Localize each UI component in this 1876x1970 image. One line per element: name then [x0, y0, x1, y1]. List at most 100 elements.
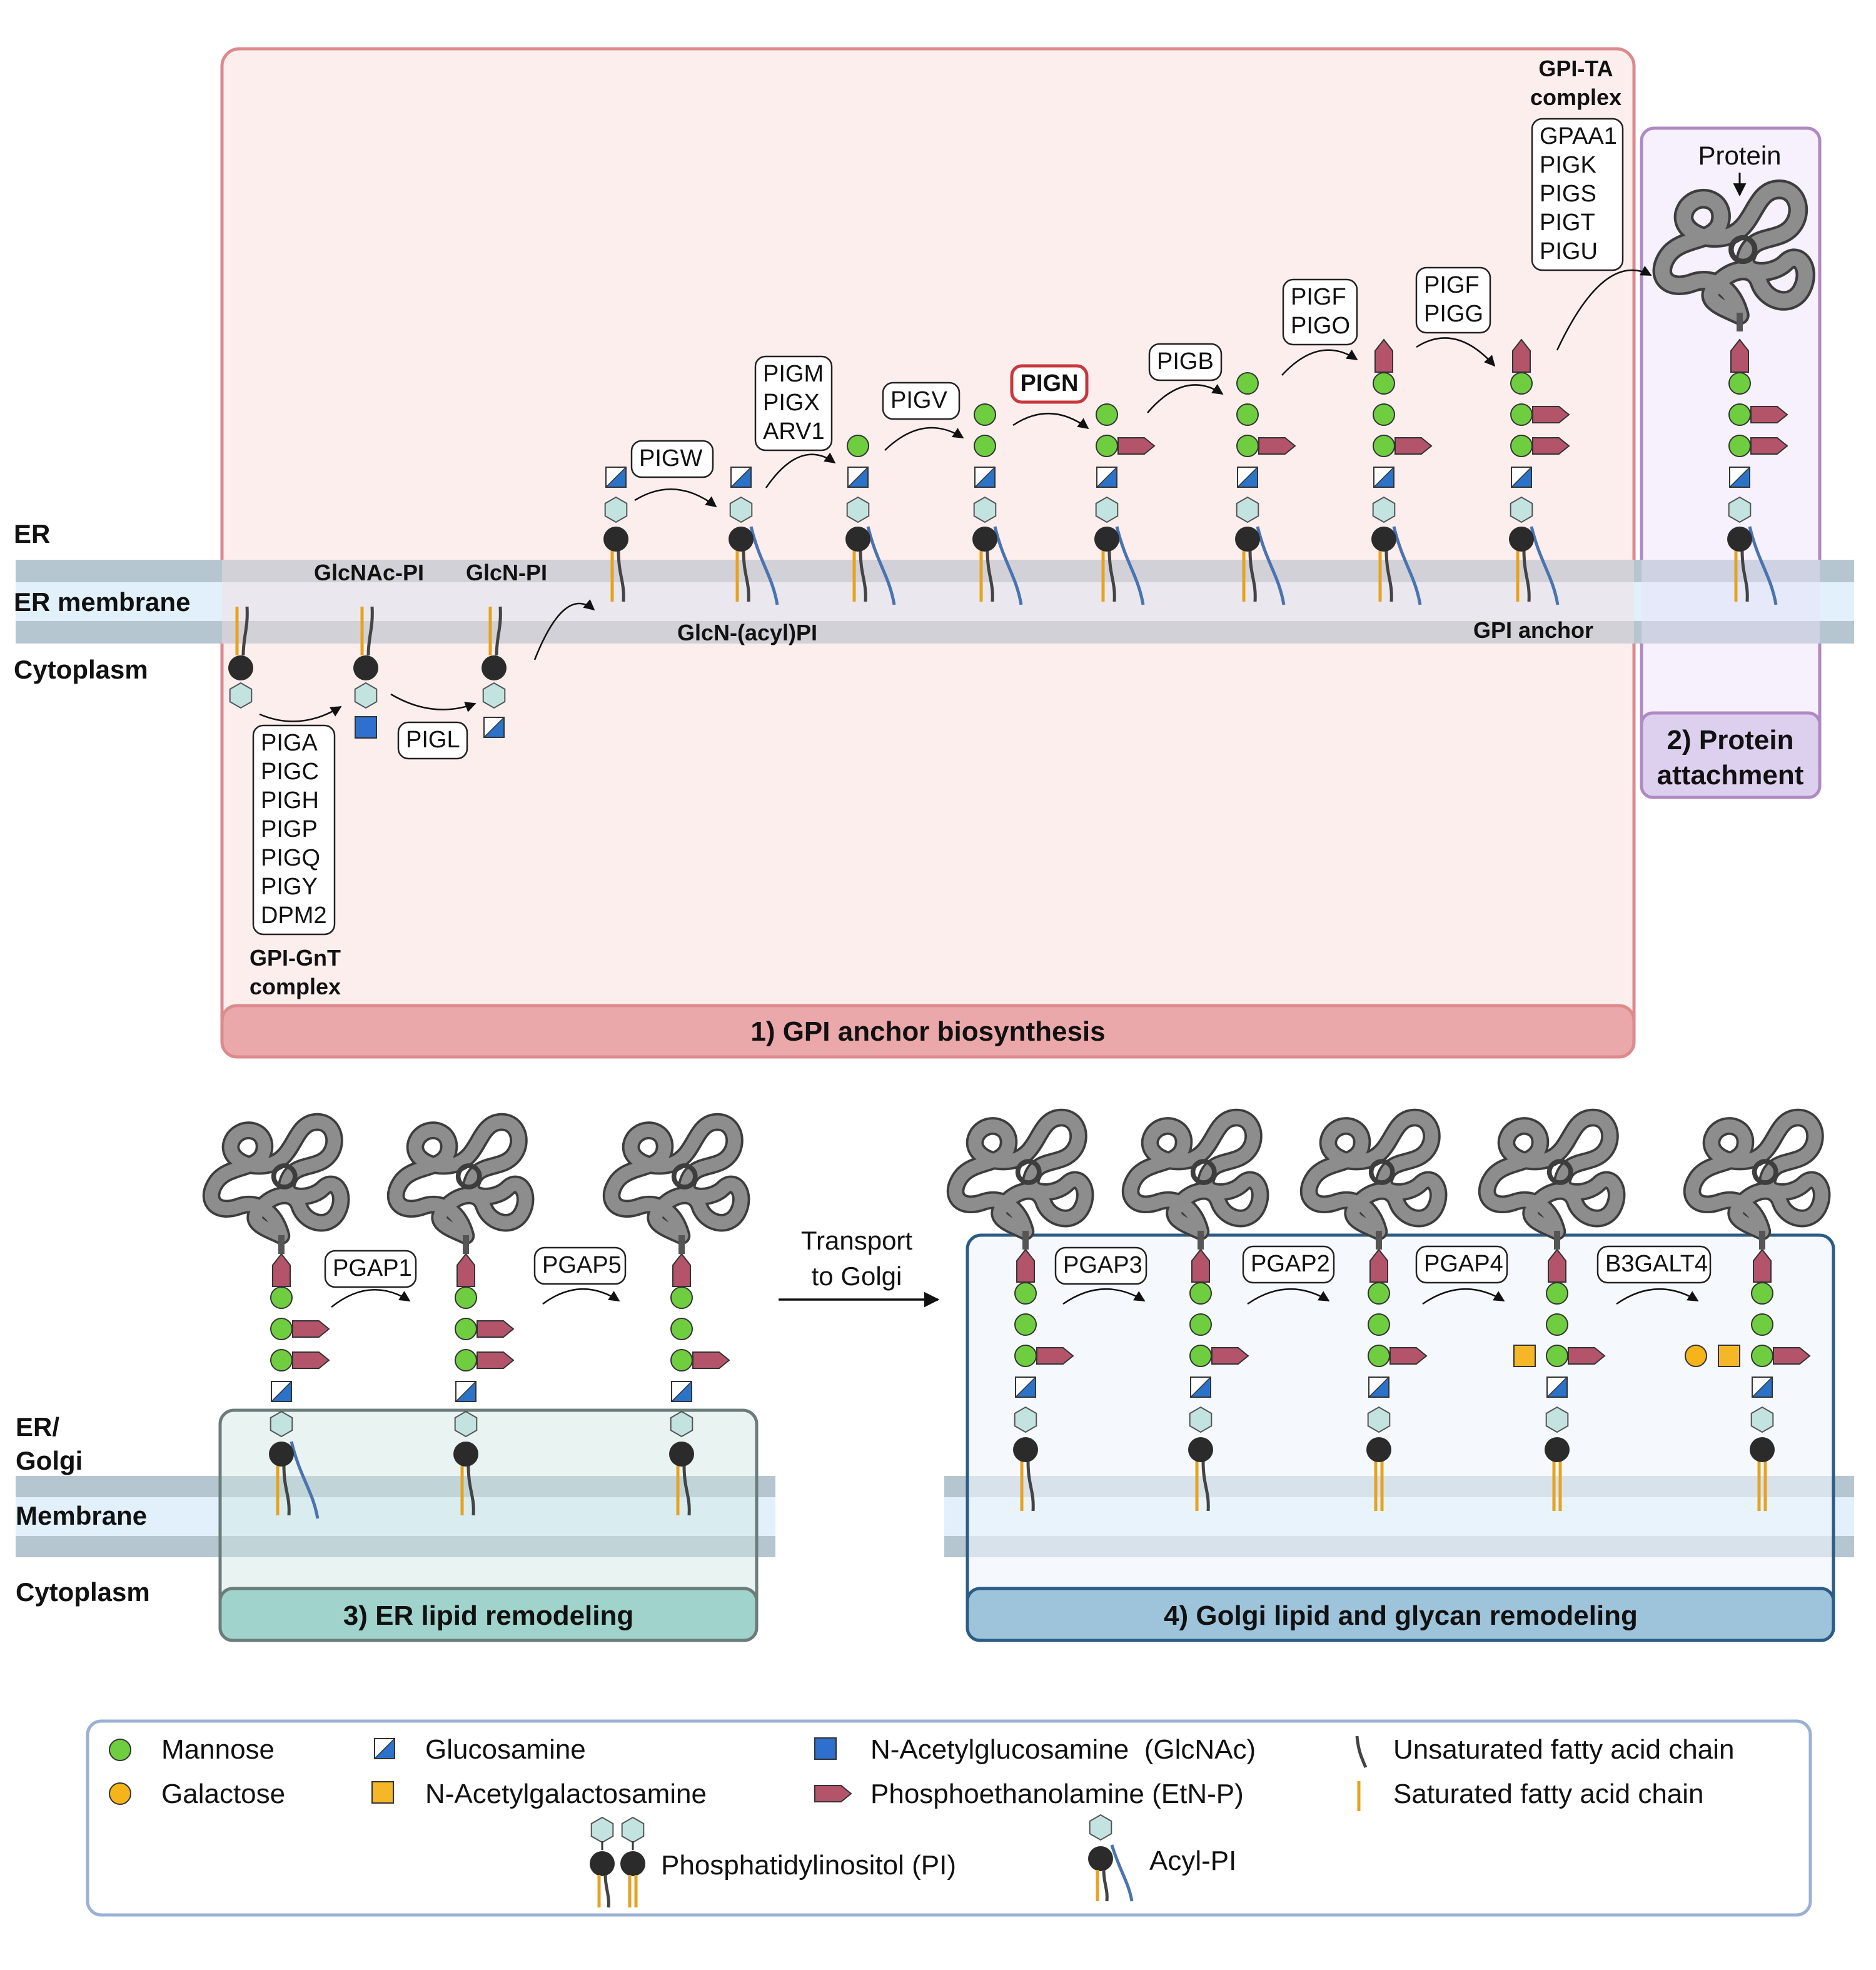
mannose-icon: [270, 1286, 293, 1309]
lipid-tails: [1757, 1461, 1767, 1511]
lipid-tails: [488, 606, 502, 656]
enzyme-name: PIGK: [1540, 152, 1596, 178]
acyl-chain-icon: [993, 526, 1023, 605]
mannose-icon: [1510, 403, 1533, 426]
acyl-chain-icon: [1115, 526, 1145, 605]
mannose-icon: [1728, 372, 1751, 395]
er-gpi-intermediate: [603, 467, 628, 602]
lipid-tails: [1242, 526, 1286, 605]
glucosamine-icon: [671, 1381, 692, 1402]
etnp-icon: [1548, 1248, 1566, 1283]
phosphate-icon: [1188, 1437, 1213, 1462]
gpi-anchored-protein: [1478, 1108, 1626, 1511]
unsaturated-chain-icon: [282, 1465, 291, 1516]
enzyme-box-frame: [533, 1246, 627, 1285]
mannose-icon: [1014, 1345, 1037, 1367]
etnp-icon: [292, 1320, 330, 1338]
pigl-box: PIGL: [397, 721, 468, 760]
reaction-arrow: [1247, 1288, 1330, 1305]
mannose-icon: [670, 1318, 693, 1340]
lipid-tails: [235, 606, 249, 656]
reaction-arrow: [259, 705, 342, 722]
etnp-icon: [1374, 338, 1393, 373]
glucosamine-icon: [605, 467, 627, 488]
lipid-tails: [979, 526, 1023, 605]
b3galt4-box: B3GALT4: [1596, 1245, 1712, 1284]
inositol-icon: [229, 682, 253, 709]
cytoplasm-bottom-label: Cytoplasm: [16, 1577, 150, 1607]
enzyme-name: PIGG: [1424, 301, 1483, 327]
etnp-icon: [477, 1351, 515, 1369]
inositol-icon: [1728, 496, 1752, 523]
enzyme-name: PGAP5: [542, 1252, 622, 1278]
legend-galnac-label: N-Acetylgalactosamine: [425, 1779, 707, 1809]
unsaturated-chain-icon: [682, 1465, 691, 1516]
legend-box: [86, 1719, 1812, 1917]
mannose-icon: [1368, 1345, 1390, 1367]
mannose-icon: [1728, 403, 1751, 426]
enzyme-name: PIGN: [1021, 370, 1079, 397]
gpi-anchored-protein: [386, 1113, 535, 1516]
phosphate-icon: [1727, 527, 1752, 552]
panel1-title: 1) GPI anchor biosynthesis: [750, 1016, 1105, 1047]
lipid-tails: [276, 1441, 320, 1519]
unsaturated-chain-icon: [617, 550, 625, 602]
unsaturated-chain-icon: [1740, 550, 1749, 602]
enzyme-box-frame: [252, 724, 336, 936]
enzyme-box-frame: [397, 721, 468, 760]
glucosamine-icon: [1015, 1376, 1036, 1398]
acyl-chain-icon: [290, 1441, 320, 1519]
arrows-layer: [259, 265, 1699, 1308]
unsaturated-chain-icon: [1026, 1460, 1035, 1512]
cytoplasmic-gpi-intermediate: [353, 606, 378, 739]
phosphate-icon: [590, 1851, 615, 1876]
reaction-arrow: [634, 488, 717, 508]
inositol-icon: [482, 682, 506, 709]
acyl-chain-icon: [1530, 526, 1560, 605]
inositol-icon: [1510, 496, 1533, 523]
galactose-icon: [109, 1782, 131, 1805]
acyl-chain-icon: [866, 526, 896, 605]
enzymes-layer: PIGAPIGCPIGHPIGPPIGQPIGYDPM2PIGLPIGWPIGM…: [252, 118, 1712, 1288]
er-gpi-intermediate: [1235, 372, 1296, 605]
reaction-arrow: [1281, 349, 1358, 376]
mannose-icon: [1236, 403, 1259, 426]
gpi-gnt-label-2: complex: [250, 974, 341, 999]
lipid-tails: [610, 550, 625, 602]
phosphate-icon: [1750, 1437, 1775, 1462]
enzyme-box-frame: [630, 440, 714, 478]
enzyme-name: PIGC: [261, 759, 319, 785]
protein-icon: [202, 1113, 350, 1245]
mannose-icon: [1373, 372, 1395, 395]
mannose-icon: [1751, 1313, 1773, 1336]
etnp-icon: [1512, 338, 1531, 373]
mannose-icon: [1236, 372, 1259, 395]
legend-etnp-label: Phosphoethanolamine (EtN-P): [870, 1779, 1244, 1809]
legend-acyl-pi-icon: [1088, 1814, 1134, 1902]
inositol-icon: [1089, 1814, 1112, 1841]
gpi-ta-label-2: complex: [1530, 84, 1621, 110]
unsaturated-chain-icon: [859, 550, 867, 602]
phosphate-icon: [1371, 527, 1396, 552]
reaction-arrow: [331, 1288, 411, 1308]
panel2-membrane-tint: [1642, 560, 1820, 644]
reaction-arrow: [765, 452, 836, 488]
mannose-icon: [1546, 1345, 1568, 1367]
etnp-icon: [1211, 1347, 1249, 1365]
mannose-icon: [974, 435, 996, 457]
reaction-arrow: [1062, 1288, 1146, 1305]
inositol-icon: [973, 496, 997, 523]
er-gpi-intermediate: [845, 435, 896, 605]
enzyme-box-frame: [1010, 364, 1089, 404]
mannose-icon: [1728, 435, 1751, 457]
reaction-arrow: [884, 427, 964, 451]
inositol-icon: [729, 496, 753, 523]
unsaturated-chain-icon: [466, 1465, 475, 1516]
legend-galactose-label: Galactose: [161, 1779, 285, 1809]
cytoplasm-label: Cytoplasm: [14, 655, 148, 684]
glcnac-icon: [355, 716, 377, 739]
mannose-icon: [1546, 1313, 1568, 1336]
phosphate-icon: [1545, 1437, 1570, 1462]
lipid-tails: [852, 526, 896, 605]
pgap4-box: PGAP4: [1415, 1245, 1508, 1284]
